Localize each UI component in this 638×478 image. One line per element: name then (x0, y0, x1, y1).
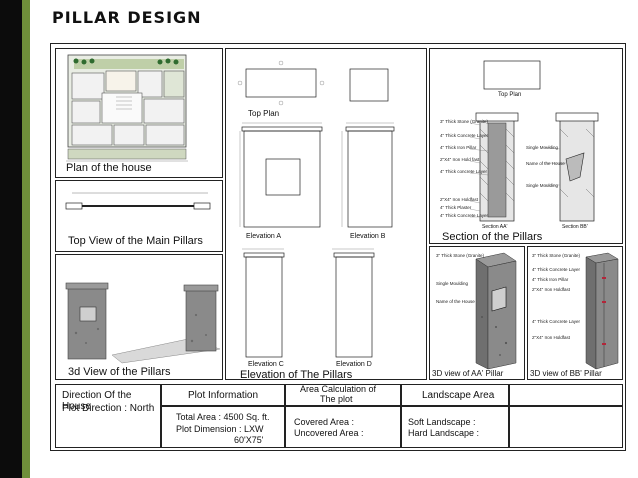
aa-note-5: 4" Thick concrete Layer (440, 169, 488, 174)
elevation-caption: Elevation of The Pillars (240, 369, 353, 380)
slide-title: PILLAR DESIGN (52, 8, 202, 27)
aa-note-8: 4" Thick Concrete Layer (440, 213, 489, 218)
bb3d-note-1: 3" Thick Stone (Granite) (532, 253, 581, 258)
drawing-sheet: Plan of the house Top View of the Main P… (50, 43, 626, 451)
section-caption: Section of the Pillars (442, 231, 543, 243)
bb-pillar-3d (585, 252, 619, 370)
left-black-bar (0, 0, 22, 478)
elevation-b-label: Elevation B (350, 233, 386, 240)
elevation-c-label: Elevation C (248, 361, 284, 368)
aa-pillar-3d (475, 252, 517, 370)
aa3d-note-3: Name of the House (436, 299, 475, 304)
aa3d-panel: 3" Thick Stone (Granite) Single Moulding… (429, 246, 525, 380)
bb3d-note-4: 2"X4" Iron Holdfast (532, 287, 570, 292)
aa3d-note-2: Single Moulding (436, 281, 469, 286)
top-view-drawing (65, 192, 211, 210)
uncovered-area: Uncovered Area : (294, 428, 364, 438)
aa-note-1: 3" Thick Stone (Granite) (440, 119, 489, 124)
landscape-title-cell: Landscape Area (401, 384, 509, 406)
aa-note-2: 4" Thick Concrete Layer (440, 133, 489, 138)
area-title-cell: Area Calculation of The plot (285, 384, 401, 406)
soft-landscape: Soft Landscape : (408, 417, 476, 427)
floor-plan-drawing (66, 54, 188, 162)
direction-title: Direction Of the House (62, 390, 132, 412)
top-plan-label: Top Plan (248, 109, 280, 118)
hard-landscape: Hard Landscape : (408, 428, 480, 438)
bb3d-note-6: 2"X4" Iron Holdfast (532, 335, 570, 340)
aa-note-6: 2"X4" Iron Holdfast (440, 197, 478, 202)
direction-value: Plot Direction : North (62, 403, 155, 414)
top-view-caption: Top View of the Main Pillars (68, 235, 203, 247)
bb3d-note-3: 4" Thick Iron Pillar (532, 277, 569, 282)
left-green-bar (22, 0, 30, 478)
elevation-panel: Top Plan Elevation A Elevation B Elevati… (225, 48, 427, 380)
aa3d-caption: 3D view of AA' Pillar (432, 369, 504, 378)
pillars-3d-drawing (65, 282, 221, 364)
section-aa-label: Section AA' (482, 224, 508, 230)
area-value-cell: Covered Area : Uncovered Area : (285, 406, 401, 448)
aa-note-4: 2"X4" Iron Hold fast (440, 157, 480, 162)
aa-note-3: 4" Thick Iron Pillar (440, 145, 477, 150)
plot-title: Plot Information (188, 390, 259, 401)
elevation-a-label: Elevation A (246, 233, 282, 240)
plot-dimension: Plot Dimension : LXW (176, 424, 264, 434)
plan-panel: Plan of the house (55, 48, 223, 178)
area-title-2: The plot (320, 394, 353, 404)
bb-note-3: Single Moulding (526, 183, 559, 188)
section-bb-label: Section BB' (562, 224, 588, 230)
view3d-caption: 3d View of the Pillars (68, 366, 171, 378)
plot-title-cell: Plot Information (161, 384, 285, 406)
empty-header-cell (509, 384, 623, 406)
total-area: Total Area : 4500 Sq. ft. (176, 412, 270, 422)
landscape-value-cell: Soft Landscape : Hard Landscape : (401, 406, 509, 448)
landscape-title: Landscape Area (422, 390, 495, 401)
elevation-drawings (237, 60, 395, 358)
view3d-panel: 3d View of the Pillars (55, 254, 223, 380)
aa3d-note-1: 3" Thick Stone (Granite) (436, 253, 485, 258)
covered-area: Covered Area : (294, 417, 355, 427)
section-drawings (469, 60, 599, 222)
top-view-panel: Top View of the Main Pillars (55, 180, 223, 252)
bb3d-panel: 3" Thick Stone (Granite) 4" Thick Concre… (527, 246, 623, 380)
bb3d-caption: 3D view of BB' Pillar (530, 369, 602, 378)
plan-caption: Plan of the house (66, 162, 152, 174)
bb-note-2: Name of the House (526, 161, 565, 166)
elevation-d-label: Elevation D (336, 361, 372, 368)
bb3d-note-2: 4" Thick Concrete Layer (532, 267, 581, 272)
bb3d-note-5: 4" Thick Concrete Layer (532, 319, 581, 324)
section-top-plan-label: Top Plan (498, 92, 522, 98)
plot-dimension-value: 60'X75' (234, 435, 264, 445)
section-panel: Top Plan 3" Thick Stone (Granite) 4" Thi… (429, 48, 623, 244)
plot-value-cell: Total Area : 4500 Sq. ft. Plot Dimension… (161, 406, 285, 448)
direction-cell: Direction Of the House Plot Direction : … (55, 384, 161, 448)
bb-note-1: Single Moulding (526, 145, 559, 150)
area-title-1: Area Calculation of (300, 384, 377, 394)
empty-value-cell (509, 406, 623, 448)
aa-note-7: 4" Thick Plaster (440, 205, 472, 210)
